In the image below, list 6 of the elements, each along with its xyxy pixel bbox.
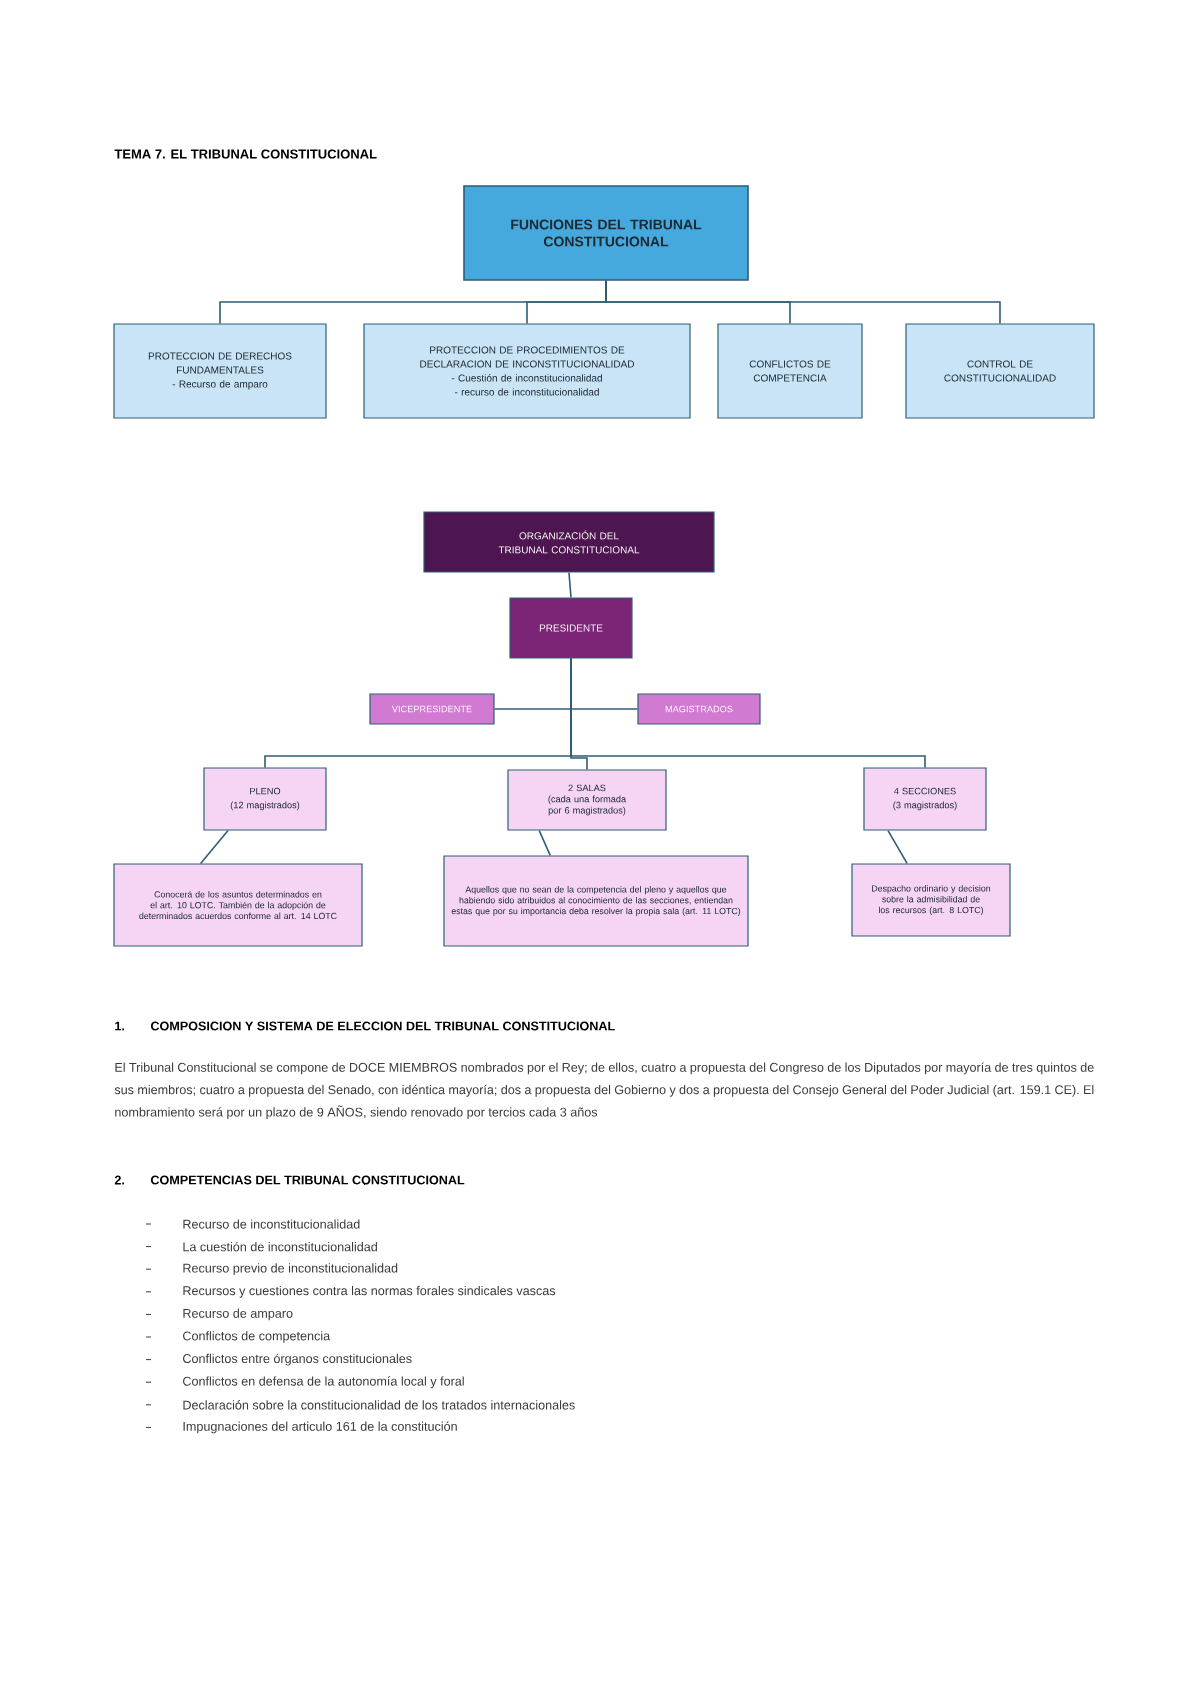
- connector: [887, 829, 908, 865]
- connector: [568, 571, 572, 599]
- connector: [199, 829, 229, 865]
- connector: [538, 829, 551, 857]
- connector: [605, 280, 1001, 325]
- connector: [570, 657, 926, 769]
